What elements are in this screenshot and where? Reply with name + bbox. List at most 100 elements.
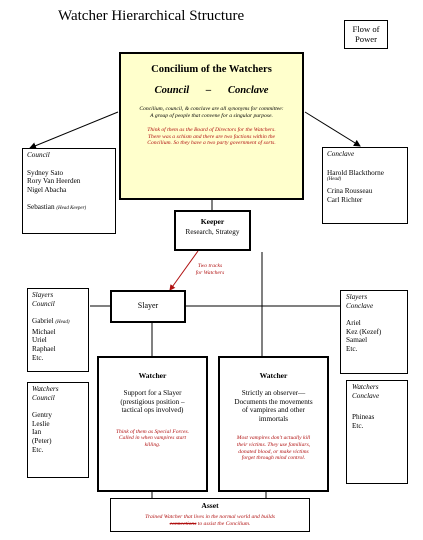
asset-note-line1: Trained Watcher that lives in the normal… xyxy=(145,514,275,520)
watcher-observer-note-line1: Most vampires don't actually kill xyxy=(236,435,311,442)
slayer-label: Slayer xyxy=(137,301,159,310)
watchers-council-member: (Peter) xyxy=(32,436,52,445)
watcher-support-line3: tactical ops involved) xyxy=(121,406,184,415)
flow-of-power-box: Flow of Power xyxy=(344,20,388,49)
slayers-conclave-members: Ariel Kez (Kezef) Samael Etc. xyxy=(346,319,402,353)
two-tracks-note: Two tracks for Watchers xyxy=(180,263,240,276)
concilium-desc-line1: Concilium, council, & conclave are all s… xyxy=(139,106,284,112)
arrow-keeper-slayer xyxy=(169,250,199,291)
slayers-council-member-gabriel: Gabriel (Head) xyxy=(32,317,84,328)
flow-label-line1: Flow of xyxy=(352,24,380,34)
watchers-council-heading: Watchers Council xyxy=(32,385,84,402)
page-title: Watcher Hierarchical Structure xyxy=(58,8,245,24)
watcher-observer-line4: immortals xyxy=(258,414,289,423)
slayers-conclave-heading: Slayers Conclave xyxy=(346,293,402,310)
council-member: Rory Van Heerden xyxy=(27,177,81,186)
conclave-member: Crina Rousseau xyxy=(327,187,373,196)
watchers-council-members: Gentry Leslie Ian (Peter) Etc. xyxy=(32,411,84,454)
slayers-council-member: Raphael xyxy=(32,344,56,353)
subheading-council: Council xyxy=(154,85,190,96)
watcher-support-line2: (prestigious position – xyxy=(120,397,185,406)
slayer-box: Slayer xyxy=(110,290,186,323)
concilium-description: Concilium, council, & conclave are all s… xyxy=(121,106,302,119)
harold-note: (Head) xyxy=(327,177,342,183)
slayers-council-member: Etc. xyxy=(32,353,44,362)
flow-label-line2: Power xyxy=(355,34,377,44)
council-member-sebastian: Sebastian (Head Keeper) xyxy=(27,203,111,214)
watcher-support-note: Think of them as Special Forces. Called … xyxy=(99,429,206,449)
subheading-conclave: Conclave xyxy=(227,85,269,96)
watchers-council-member: Gentry xyxy=(32,411,52,420)
slayers-council-heading-line2: Council xyxy=(32,299,55,308)
conclave-member-harold: Harold Blackthorne xyxy=(327,169,403,178)
council-heading: Council xyxy=(27,151,50,159)
council-member: Sydney Sato xyxy=(27,168,64,177)
watcher-observer-note-line3: donated blood, or make victims xyxy=(238,448,309,455)
watcher-observer-heading: Watcher xyxy=(259,371,288,380)
watcher-support-note-line2: Called in when vampires start xyxy=(118,435,187,442)
slayers-council-members: Gabriel (Head) Michael Uriel Raphael Etc… xyxy=(32,317,84,362)
slayers-council-member: Uriel xyxy=(32,336,47,345)
two-tracks-line2: for Watchers xyxy=(195,269,225,276)
arrow-to-council xyxy=(29,111,119,149)
slayers-council-member: Michael xyxy=(32,327,56,336)
concilium-note-line3: Concilium. So they have a two party gove… xyxy=(147,140,276,147)
concilium-desc-line2: A group of people that convene for a sin… xyxy=(150,112,273,119)
watcher-observer-note-line2: their victims. They use familiars, xyxy=(236,441,311,448)
watchers-conclave-member: Etc. xyxy=(352,421,364,430)
asset-box: Asset Trained Watcher that lives in the … xyxy=(110,498,310,532)
watcher-support-note-line3: killing. xyxy=(144,441,161,448)
asset-note-line2: connections to assist the Concilium. xyxy=(111,521,309,528)
watcher-support-line1: Support for a Slayer xyxy=(123,389,182,397)
keeper-box: Keeper Research, Strategy xyxy=(174,210,251,251)
watchers-conclave-members: Phineas Etc. xyxy=(352,413,402,430)
watchers-council-box: Watchers Council Gentry Leslie Ian (Pete… xyxy=(27,382,89,478)
concilium-note-line1: Think of them as the Board of Directors … xyxy=(147,127,276,134)
watcher-observer-note: Most vampires don't actually kill their … xyxy=(220,435,327,461)
watchers-council-heading-line1: Watchers xyxy=(32,385,59,393)
watcher-support-note-line1: Think of them as Special Forces. xyxy=(115,428,190,435)
conclave-heading: Conclave xyxy=(327,150,355,158)
watchers-conclave-heading-line1: Watchers xyxy=(352,383,379,391)
sebastian-note: (Head Keeper) xyxy=(56,206,87,212)
slayers-council-box: Slayers Council Gabriel (Head) Michael U… xyxy=(27,288,89,372)
conclave-box: Conclave Harold Blackthorne (Head) Crina… xyxy=(322,147,408,224)
watcher-observer-line3: of vampires and other xyxy=(242,406,305,415)
asset-note-struck-word: connections xyxy=(169,520,197,527)
watcher-observer-box: Watcher Strictly an observer— Documents … xyxy=(218,356,329,492)
keeper-subtitle: Research, Strategy xyxy=(185,228,240,236)
harold-name: Harold Blackthorne xyxy=(327,168,384,177)
council-members: Sydney Sato Rory Van Heerden Nigel Abach… xyxy=(27,169,111,214)
watcher-support-box: Watcher Support for a Slayer (prestigiou… xyxy=(97,356,208,492)
watchers-council-member: Etc. xyxy=(32,445,44,454)
watchers-council-member: Leslie xyxy=(32,419,50,428)
slayers-conclave-member: Etc. xyxy=(346,344,358,353)
conclave-members: Harold Blackthorne (Head) Crina Rousseau… xyxy=(327,169,403,205)
watcher-observer-description: Strictly an observer— Documents the move… xyxy=(220,389,327,423)
sebastian-name: Sebastian xyxy=(27,203,55,212)
slayers-conclave-member: Kez (Kezef) xyxy=(346,327,382,336)
gabriel-note: (Head) xyxy=(55,320,70,326)
two-tracks-line1: Two tracks xyxy=(197,263,223,269)
watcher-observer-note-line4: forget through mind control. xyxy=(241,455,306,462)
keeper-heading: Keeper xyxy=(200,217,225,226)
slayers-council-heading-line1: Slayers xyxy=(32,291,54,299)
watcher-support-heading: Watcher xyxy=(138,371,167,380)
arrow-to-conclave xyxy=(304,111,361,147)
asset-heading: Asset xyxy=(201,501,219,510)
concilium-box: Concilium of the Watchers Council – Conc… xyxy=(119,52,304,200)
council-member: Nigel Abacha xyxy=(27,185,67,194)
watchers-conclave-box: Watchers Conclave Phineas Etc. xyxy=(346,380,408,484)
concilium-note-line2: There was a schism and there are two fac… xyxy=(147,133,276,140)
watchers-conclave-heading-line2: Conclave xyxy=(352,391,380,400)
slayers-conclave-member: Samael xyxy=(346,336,368,345)
watcher-observer-line2: Documents the movements xyxy=(234,397,313,406)
watchers-council-member: Ian xyxy=(32,428,42,437)
watcher-support-description: Support for a Slayer (prestigious positi… xyxy=(99,389,206,415)
concilium-subheading: Council – Conclave xyxy=(121,85,302,96)
conclave-member: Carl Richter xyxy=(327,195,363,204)
concilium-heading: Concilium of the Watchers xyxy=(151,64,272,75)
concilium-note: Think of them as the Board of Directors … xyxy=(121,127,302,147)
council-box: Council Sydney Sato Rory Van Heerden Nig… xyxy=(22,148,116,234)
slayers-conclave-heading-line1: Slayers xyxy=(346,293,368,301)
